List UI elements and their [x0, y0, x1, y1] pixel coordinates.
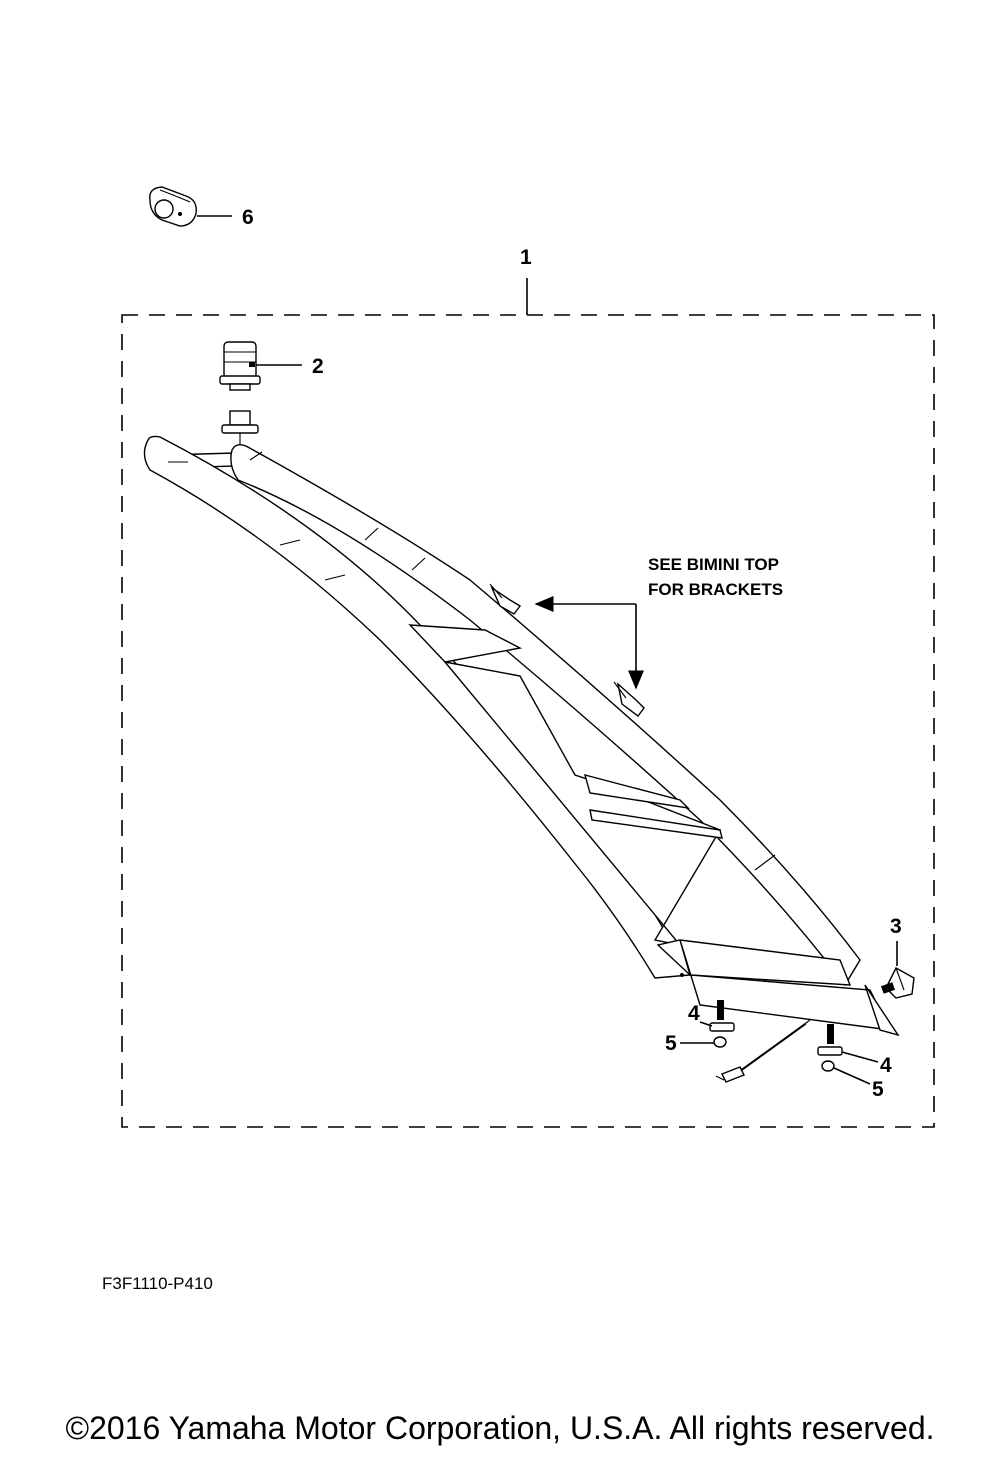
part-5-nut-left [713, 1036, 727, 1048]
part-4-washer-left [709, 1022, 735, 1032]
callout-4-left: 4 [688, 1002, 700, 1025]
bimini-bracket-upper [489, 583, 522, 615]
callout-1: 1 [520, 246, 532, 269]
callout-6: 6 [242, 206, 254, 229]
drawing-code: F3F1110-P410 [102, 1274, 213, 1293]
copyright: ©2016 Yamaha Motor Corporation, U.S.A. A… [65, 1410, 935, 1446]
note-line-2: FOR BRACKETS [648, 580, 783, 599]
leader-4-left [699, 1021, 713, 1027]
part-6-cap [149, 186, 197, 227]
callout-5-right: 5 [872, 1078, 884, 1101]
part-5-nut-right [821, 1060, 835, 1072]
part-2-fitting [219, 341, 261, 391]
callout-4-right: 4 [880, 1054, 892, 1077]
callout-3: 3 [890, 915, 902, 938]
leader-5-right [833, 1067, 871, 1085]
callout-5-left: 5 [665, 1032, 677, 1055]
part-4-washer-right [817, 1046, 843, 1056]
kit-boundary [121, 314, 935, 1128]
bolt-left [717, 1000, 724, 1020]
bimini-bracket-lower [613, 681, 645, 717]
bolt-right [827, 1024, 834, 1044]
tower-frame [143, 410, 900, 1037]
leader-4-right [841, 1051, 879, 1063]
wire-harness [715, 1019, 811, 1083]
part-3-knob [880, 967, 915, 999]
callout-2: 2 [312, 355, 324, 378]
note-line-1: SEE BIMINI TOP [648, 555, 779, 574]
